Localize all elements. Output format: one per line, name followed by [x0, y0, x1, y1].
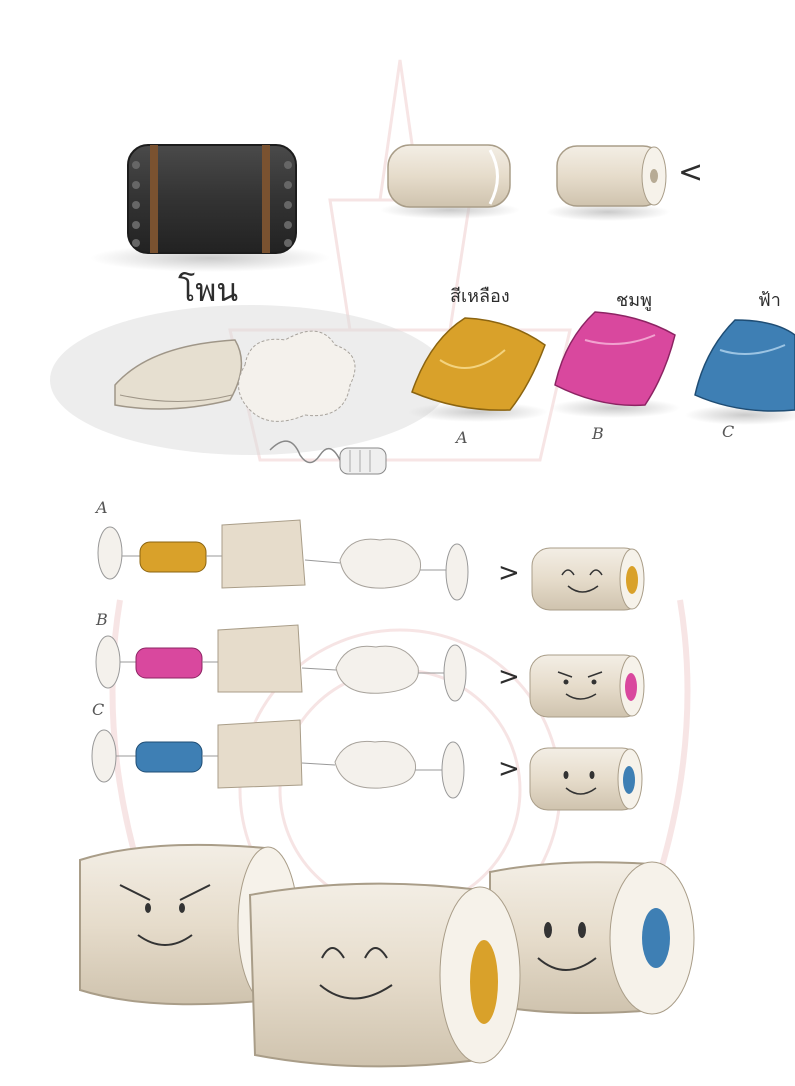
small-pillow-yellow: [532, 548, 644, 610]
label-pink: ชมพู: [616, 292, 652, 310]
cream-roll-with-hole: [546, 146, 670, 221]
label-blue: ฟ้า: [758, 292, 781, 310]
letter-under-blue: C: [722, 424, 734, 440]
fabric-stack-blue: [685, 320, 795, 425]
fabric-stack-yellow: [408, 318, 548, 422]
label-yellow: สีเหลือง: [450, 288, 510, 306]
letter-row-a: A: [96, 500, 108, 516]
fabric-stack-pink: [550, 312, 680, 418]
small-pillow-pink: [530, 655, 644, 717]
arrow-row-c: >: [498, 756, 520, 782]
arrow-row-b: >: [498, 664, 520, 690]
letter-under-pink: B: [592, 426, 604, 442]
letter-under-yellow: A: [456, 430, 468, 446]
big-pillow-right: [490, 862, 694, 1014]
arrow-row-a: >: [498, 560, 520, 586]
drum: [90, 145, 330, 272]
small-pillow-blue: [530, 748, 642, 810]
assembly-row-b: [96, 625, 466, 701]
big-pillow-center: [250, 884, 520, 1067]
cream-roll: [380, 145, 520, 219]
assembly-row-a: [98, 520, 468, 600]
assembly-row-c: [92, 720, 464, 798]
letter-row-c: C: [92, 702, 104, 718]
label-drum: โพน: [178, 274, 238, 306]
arrow-top: <: [678, 158, 703, 188]
letter-row-b: B: [96, 612, 108, 628]
